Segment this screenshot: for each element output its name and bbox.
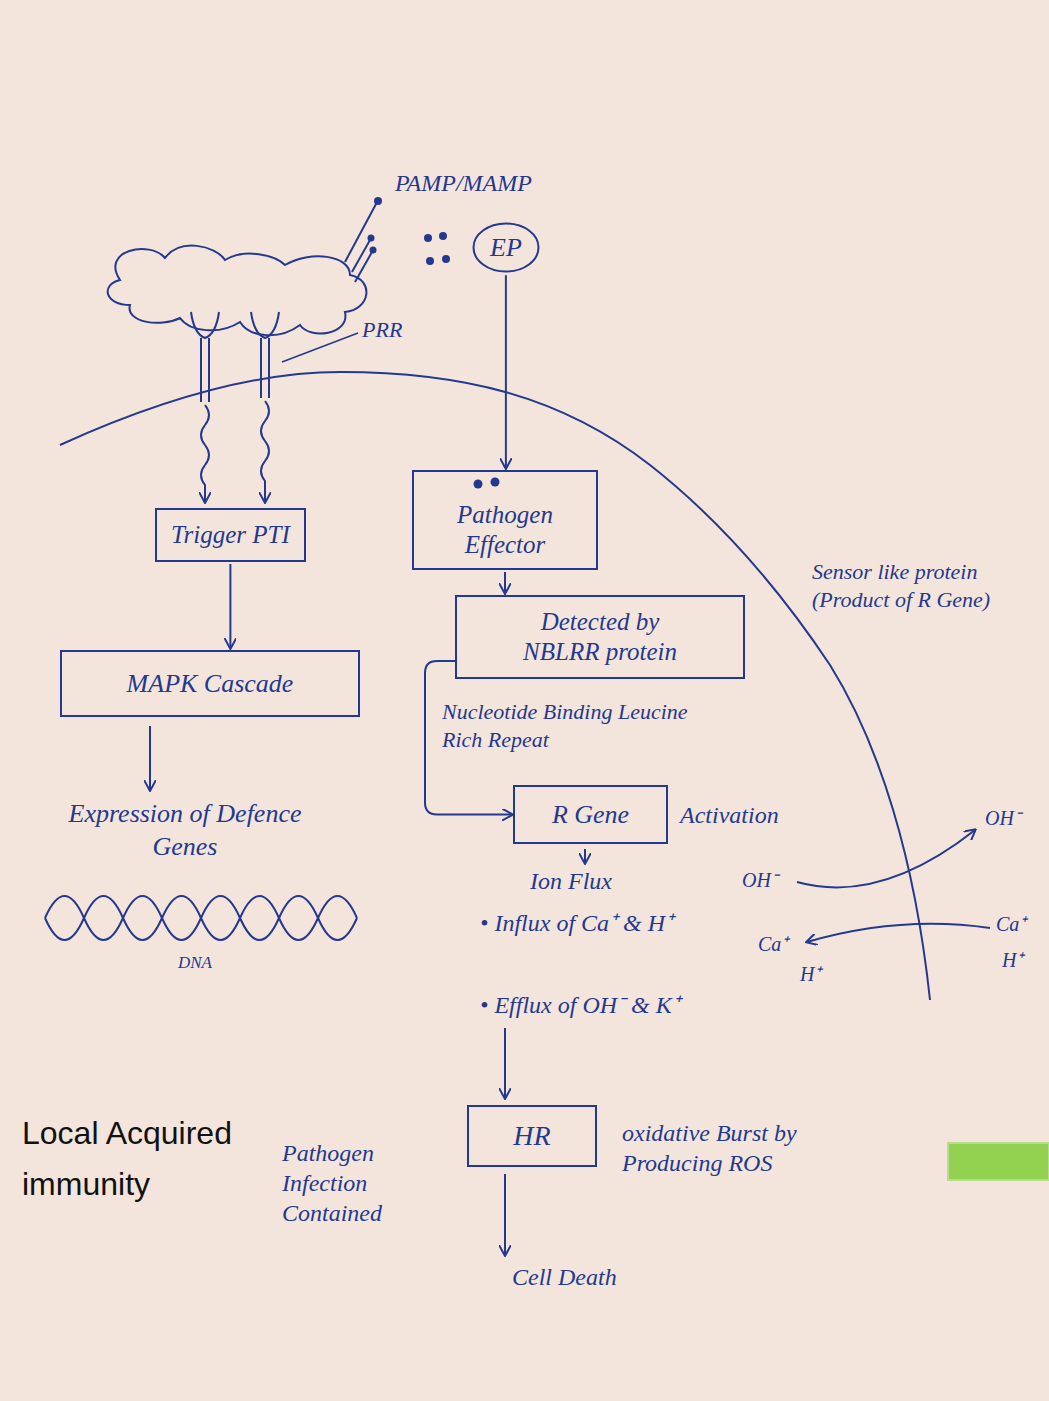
process-box: MAPK Cascade: [60, 650, 360, 717]
annotation-text: H⁺: [1002, 948, 1023, 973]
effector-dot: [474, 480, 483, 489]
annotation-text: Sensor like protein (Product of R Gene): [812, 558, 1037, 613]
connector-arrow: [505, 275, 507, 468]
annotation-text: oxidative Burst by Producing ROS: [622, 1118, 857, 1178]
connector-arrow: [504, 572, 506, 593]
annotation-text: Activation: [680, 800, 779, 830]
receptor-symbol: [251, 312, 279, 398]
receptor-symbol: [191, 312, 219, 402]
annotation-text: Ion Flux: [530, 866, 612, 896]
flow-arrow: [504, 1028, 506, 1098]
node-text: HR: [485, 1119, 579, 1153]
pamp-stalk: [352, 240, 370, 272]
dna-strand: [45, 896, 357, 940]
process-box: Pathogen Effector: [412, 470, 598, 570]
annotation-text: Pathogen Infection Contained: [282, 1138, 432, 1228]
annotation-text: Expression of Defence Genes: [40, 798, 330, 863]
annotation-text: Ca⁺: [996, 912, 1026, 937]
annotation-text: Local Acquired immunity: [22, 1108, 287, 1210]
node-text: Detected by NBLRR protein: [518, 607, 683, 667]
pamp-dot: [368, 235, 375, 242]
flow-arrow: [584, 849, 586, 863]
annotation-text: • Efflux of OH⁻ & K⁺: [480, 990, 680, 1020]
annotation-text: Ca⁺: [758, 932, 788, 957]
flow-arrow: [149, 726, 151, 790]
node-text: Pathogen Effector: [430, 500, 580, 560]
annotation-text: PRR: [362, 316, 402, 344]
process-box: HR: [467, 1105, 597, 1167]
annotation-text: DNA: [178, 952, 212, 973]
annotation-text: Cell Death: [512, 1262, 617, 1292]
annotation-text: OH⁻: [985, 806, 1021, 831]
flow-arrow: [504, 1174, 506, 1255]
process-box: Trigger PTI: [155, 508, 306, 562]
leader-line: [282, 333, 358, 362]
annotation-text: OH⁻: [742, 868, 778, 893]
signal-arrow: [261, 401, 269, 502]
effector-dot: [439, 232, 447, 240]
ion-arrow: [807, 924, 990, 942]
effector-dot: [442, 255, 450, 263]
connector-arrow: [229, 564, 231, 648]
pathogen-cloud: [108, 246, 367, 336]
pamp-dot: [374, 197, 382, 205]
effector-dot: [491, 478, 500, 487]
cell-membrane: [60, 372, 930, 1000]
node-text: R Gene: [531, 799, 650, 830]
node-text: MAPK Cascade: [80, 668, 340, 699]
annotation-text: H⁺: [800, 962, 821, 987]
process-box: Detected by NBLRR protein: [455, 595, 745, 679]
green-bar: [948, 1143, 1049, 1180]
process-box: R Gene: [513, 785, 668, 844]
effector-dot: [426, 257, 434, 265]
pamp-dot: [370, 247, 377, 254]
pamp-stalk: [355, 252, 372, 282]
signal-arrow: [201, 405, 209, 502]
annotation-text: Nucleotide Binding Leucine Rich Repeat: [442, 698, 692, 753]
dna-strand: [45, 896, 357, 940]
ion-arrow: [797, 830, 975, 887]
ellipse-outline: [474, 224, 539, 272]
annotation-text: • Influx of Ca⁺ & H⁺: [480, 908, 673, 938]
node-text: Trigger PTI: [171, 520, 290, 550]
annotation-text: PAMP/MAMP: [395, 168, 532, 198]
node-text: EP: [490, 232, 522, 263]
effector-dot: [424, 234, 432, 242]
effector-circle: EP: [472, 222, 540, 273]
